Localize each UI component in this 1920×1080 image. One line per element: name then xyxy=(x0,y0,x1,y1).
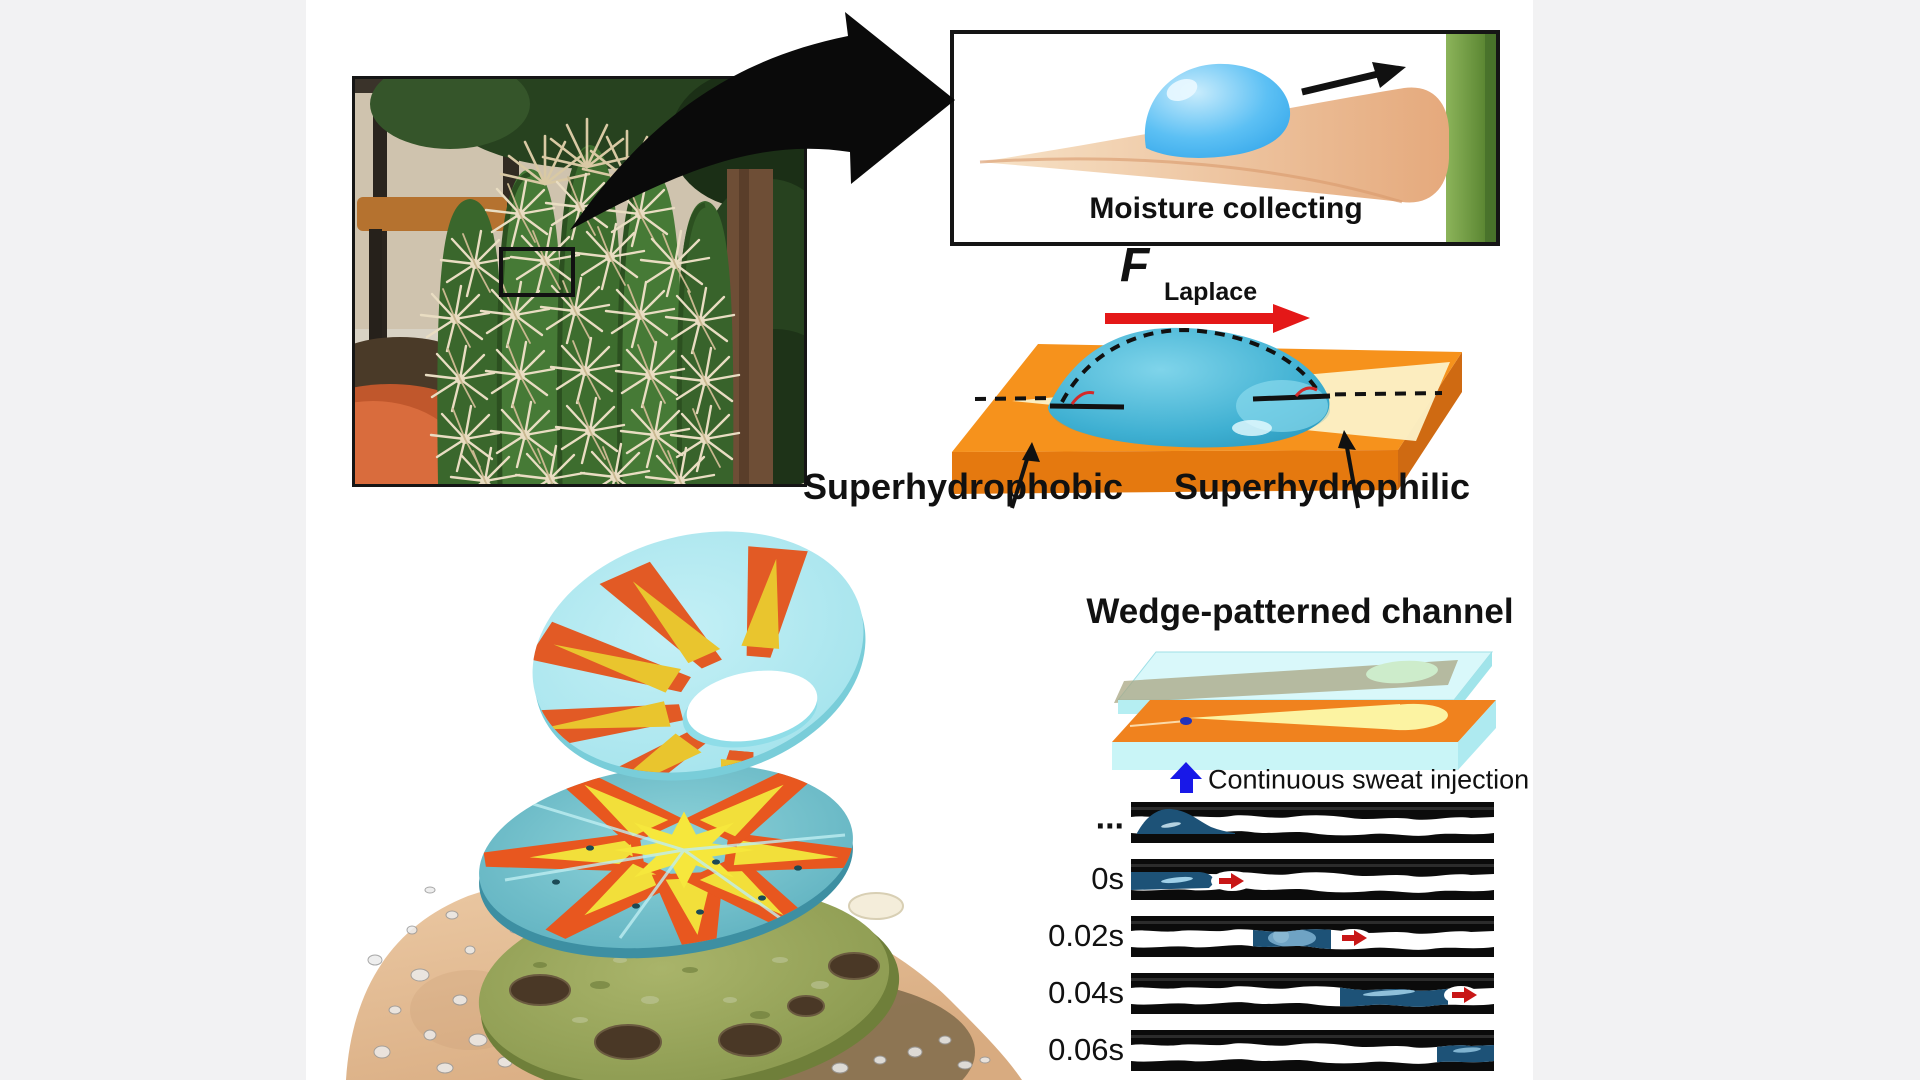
injection-label: Continuous sweat injection xyxy=(1208,764,1530,795)
moisture-panel-art xyxy=(979,34,1496,242)
cactus-photo xyxy=(352,76,807,487)
laplace-force-subscript: Laplace xyxy=(1164,278,1258,306)
time-label: 0.04s xyxy=(1048,975,1124,1010)
zoom-highlight-box xyxy=(499,247,575,297)
time-label: ... xyxy=(1095,798,1124,837)
laplace-force-symbol: F xyxy=(1120,239,1150,292)
wedge-channel-title: Wedge-patterned channel xyxy=(1086,592,1514,631)
surface-label-superhydrophilic: Superhydrophilic xyxy=(1173,466,1471,507)
surface-label-superhydrophobic: Superhydrophobic xyxy=(802,466,1124,507)
motion-arrow-icon xyxy=(1301,62,1406,96)
time-label: 0s xyxy=(1091,861,1124,896)
water-droplet xyxy=(1144,63,1291,158)
time-label: 0.02s xyxy=(1048,918,1124,953)
moisture-panel xyxy=(950,30,1500,246)
cactus-photo-art xyxy=(355,79,804,484)
time-label: 0.06s xyxy=(1048,1032,1124,1067)
moisture-collecting-label: Moisture collecting xyxy=(1089,192,1363,225)
